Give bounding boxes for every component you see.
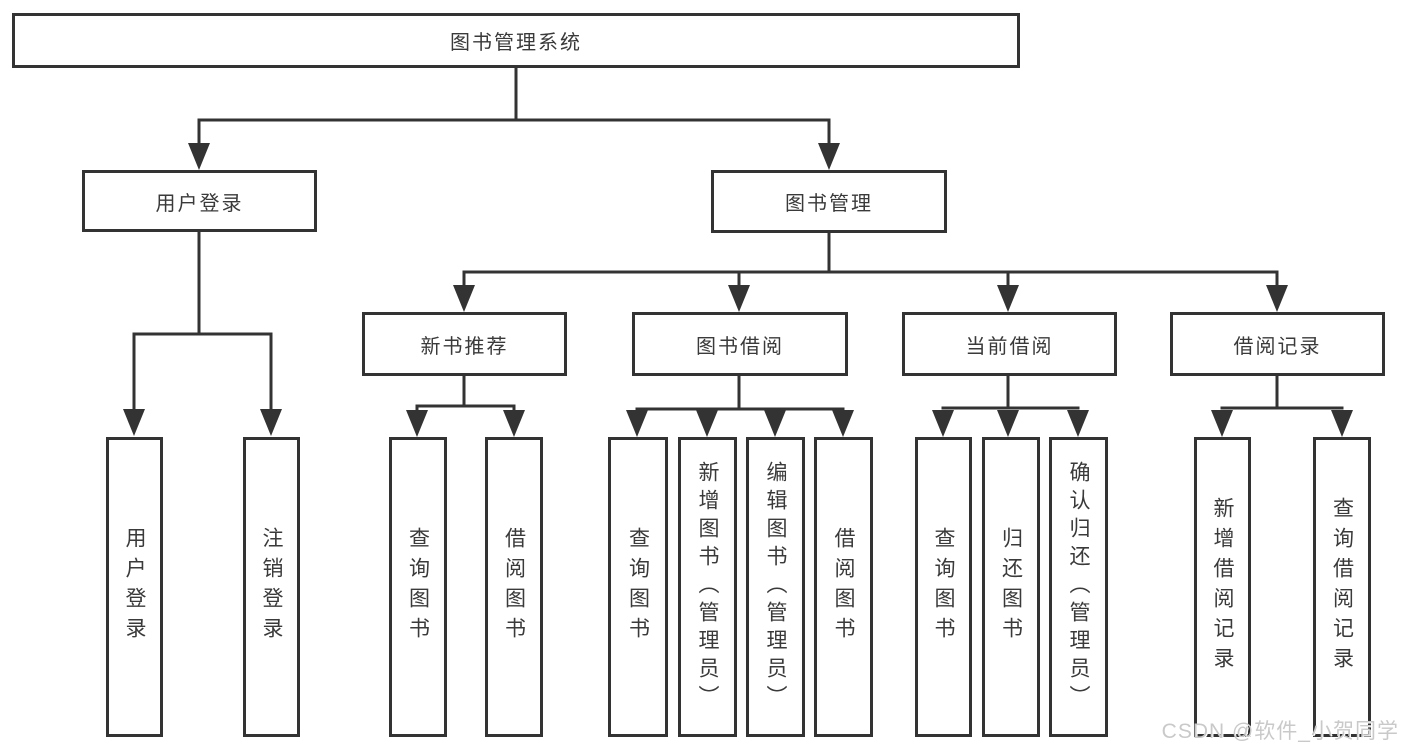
arrow-down-icons [123,143,1353,437]
node-book-management: 图书管理 [711,170,947,233]
node-label: 当前借阅 [965,335,1054,358]
leaf-label: 归还图书 [999,527,1023,647]
leaf-recommend-borrow-books: 借阅图书 [485,437,543,737]
leaf-label: 借阅图书 [502,527,526,647]
leaf-current-query-books: 查询图书 [915,437,972,737]
leaf-borrow-query-books: 查询图书 [608,437,668,737]
leaf-label: 确认归还（管理员） [1067,461,1090,713]
leaf-label: 查询借阅记录 [1330,497,1354,677]
leaf-query-borrow-record: 查询借阅记录 [1313,437,1371,737]
leaf-label: 查询图书 [626,527,650,647]
node-label: 图书借阅 [696,335,784,358]
node-new-book-recommend: 新书推荐 [362,312,567,376]
leaf-label: 查询图书 [932,527,955,647]
node-label: 新书推荐 [420,335,509,358]
leaf-add-borrow-record: 新增借阅记录 [1194,437,1251,737]
leaf-label: 新增图书（管理员） [696,461,719,713]
leaf-edit-books-admin: 编辑图书（管理员） [746,437,805,737]
leaf-return-books: 归还图书 [982,437,1040,737]
csdn-watermark: CSDN @软件_小贺同学 [1161,720,1399,743]
leaf-label: 注销登录 [260,527,283,647]
node-user-login: 用户登录 [82,170,317,232]
leaf-label: 用户登录 [123,527,146,647]
leaf-recommend-query-books: 查询图书 [389,437,447,737]
node-current-borrow: 当前借阅 [902,312,1117,376]
node-label: 借阅记录 [1233,335,1322,358]
leaf-label: 编辑图书（管理员） [764,461,787,713]
leaf-user-login: 用户登录 [106,437,163,737]
node-label: 图书管理系统 [450,32,582,54]
leaf-add-books-admin: 新增图书（管理员） [678,437,737,737]
leaf-label: 新增借阅记录 [1211,497,1234,677]
leaf-label: 查询图书 [406,527,430,647]
node-label: 用户登录 [155,192,244,215]
node-borrow-records: 借阅记录 [1170,312,1385,376]
leaf-logout: 注销登录 [243,437,300,737]
leaf-label: 借阅图书 [832,527,855,647]
leaf-confirm-return-admin: 确认归还（管理员） [1049,437,1108,737]
leaf-borrow-books: 借阅图书 [814,437,873,737]
node-book-borrow: 图书借阅 [632,312,848,376]
node-root-library-system: 图书管理系统 [12,13,1020,68]
node-label: 图书管理 [785,193,873,215]
